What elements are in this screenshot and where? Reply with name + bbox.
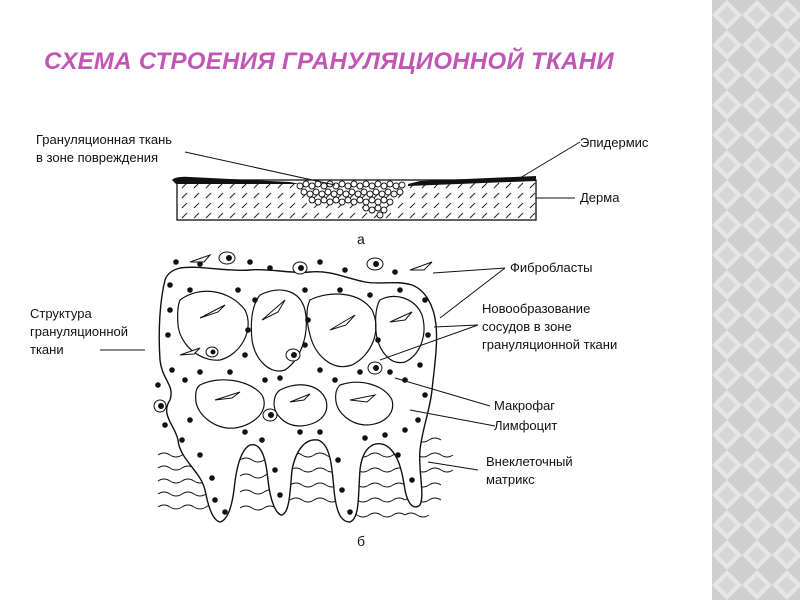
- label-structure-line1: Структура: [30, 306, 92, 321]
- label-structure-line3: ткани: [30, 342, 64, 357]
- label-granulation-line2: в зоне повреждения: [36, 150, 158, 165]
- side-pattern-panel: [712, 0, 800, 600]
- macrophages: [153, 251, 384, 422]
- label-vessels-line1: Новообразование: [482, 301, 590, 316]
- label-matrix-line2: матрикс: [486, 472, 535, 487]
- vessels: [177, 289, 425, 429]
- figure-b: Структура грануляционной ткани Фиброблас…: [30, 251, 617, 549]
- caption-b: б: [357, 533, 365, 549]
- label-lymphocyte: Лимфоцит: [494, 418, 557, 433]
- label-vessels-line3: грануляционной ткани: [482, 337, 617, 352]
- granulation-tissue-diagram: Грануляционная ткань в зоне повреждения …: [30, 132, 649, 549]
- epidermis-layer-left: [172, 176, 300, 184]
- tissue-outline: [158, 266, 438, 523]
- epidermis-layer-right: [408, 176, 536, 186]
- granulation-cluster: [296, 180, 406, 219]
- leader-epidermis: [519, 141, 581, 179]
- dermis-layer: [176, 179, 537, 221]
- label-vessels-line2: сосудов в зоне: [482, 319, 572, 334]
- label-structure-line2: грануляционной: [30, 324, 128, 339]
- leader-granulation: [184, 151, 336, 186]
- label-granulation-line1: Грануляционная ткань: [36, 132, 172, 147]
- slide-title: СХЕМА СТРОЕНИЯ ГРАНУЛЯЦИОННОЙ ТКАНИ: [44, 48, 614, 75]
- label-epidermis: Эпидермис: [580, 135, 649, 150]
- label-fibroblasts: Фибробласты: [510, 260, 593, 275]
- figure-b-leaders: [100, 267, 506, 471]
- figure-a: Грануляционная ткань в зоне повреждения …: [36, 132, 649, 247]
- lymphocytes: [155, 259, 431, 515]
- fibroblasts: [179, 253, 433, 403]
- label-macrophage: Макрофаг: [494, 398, 555, 413]
- label-matrix-line1: Внеклеточный: [486, 454, 573, 469]
- label-dermis: Дерма: [580, 190, 620, 205]
- caption-a: а: [357, 231, 365, 247]
